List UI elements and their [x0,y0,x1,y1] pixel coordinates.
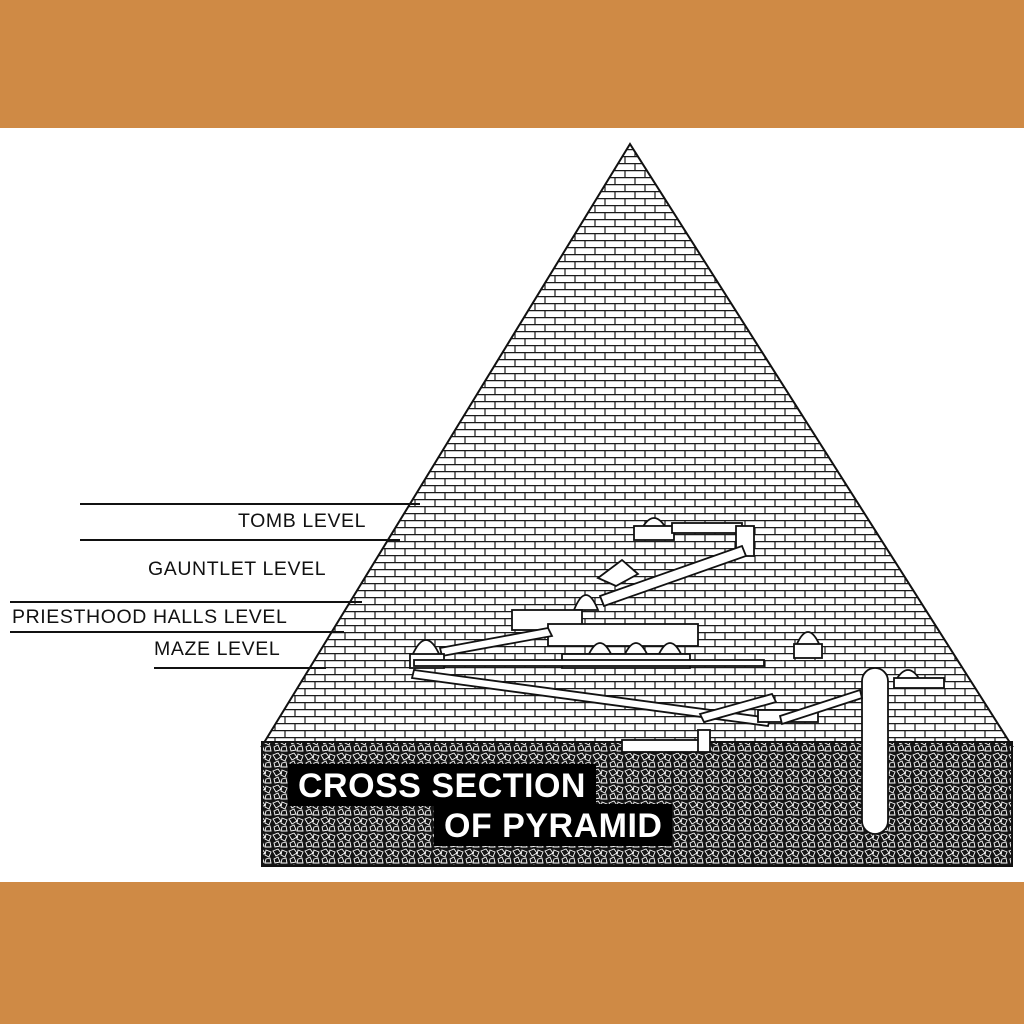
diagram-title-line-1: CROSS SECTION [288,764,596,806]
bottom-orange-band [0,882,1024,1024]
gauntlet-level-label: GAUNTLET LEVEL [148,558,327,580]
maze-corridor [413,659,765,667]
tomb-chamber [633,525,675,541]
vertical-shaft [861,667,889,835]
priesthood-halls-level-label: PRIESTHOOD HALLS LEVEL [12,606,288,628]
top-orange-band [0,0,1024,128]
base-step [697,729,711,753]
pyramid-cross-section-diagram [10,142,1014,867]
priesthood-dome [572,594,600,611]
shaft-top-passage [893,677,945,689]
base-chamber [621,739,703,753]
gauntlet-ramp [598,544,748,608]
lower-ramp [698,692,778,724]
diagram-title-line-2: OF PYRAMID [434,804,673,846]
interior-chambers [409,517,945,835]
east-chamber [793,643,823,659]
tomb-level-label: TOMB LEVEL [238,510,367,532]
level-leader-lines [10,503,420,669]
shaft-connector [778,688,864,726]
diagram-panel: TOMB LEVEL GAUNTLET LEVEL PRIESTHOOD HAL… [0,128,1024,882]
priesthood-hall-main [547,623,699,647]
gauntlet-rock [596,558,640,588]
descending-passage [410,669,772,727]
tomb-corridor [671,522,743,534]
maze-level-label: MAZE LEVEL [154,638,281,660]
